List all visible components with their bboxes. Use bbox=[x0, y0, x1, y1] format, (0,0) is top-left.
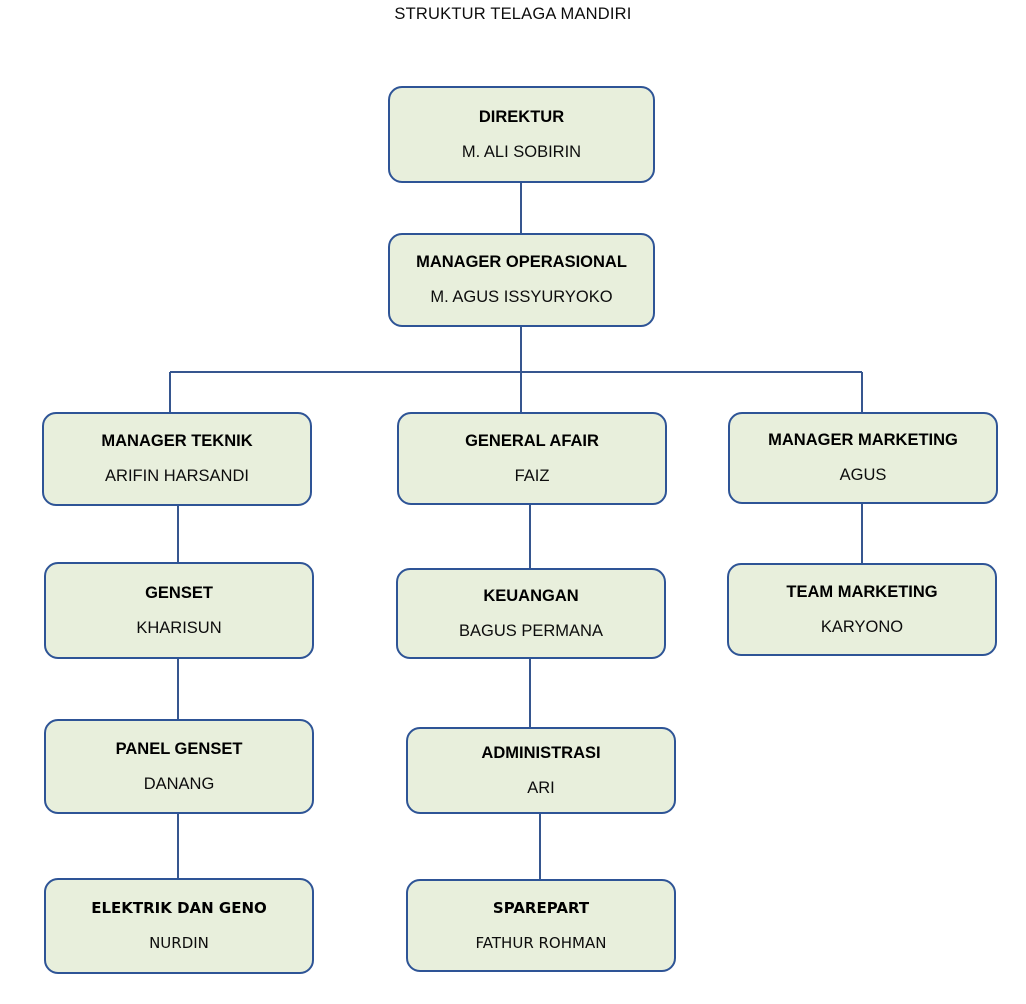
node-person: M. ALI SOBIRIN bbox=[461, 142, 582, 161]
node-role: TEAM MARKETING bbox=[786, 582, 938, 601]
node-sparepart[interactable]: SPAREPART FATHUR ROHMAN bbox=[406, 879, 676, 972]
node-person: NURDIN bbox=[149, 934, 209, 952]
node-role: GENERAL AFAIR bbox=[465, 431, 599, 450]
node-person: FAIZ bbox=[514, 466, 550, 485]
node-person: AGUS bbox=[839, 466, 887, 484]
node-direktur[interactable]: DIREKTUR M. ALI SOBIRIN bbox=[388, 86, 655, 183]
node-role: GENSET bbox=[145, 583, 213, 602]
node-person: KARYONO bbox=[820, 617, 904, 636]
node-panel-genset[interactable]: PANEL GENSET DANANG bbox=[44, 719, 314, 814]
node-person: ARIFIN HARSANDI bbox=[105, 467, 249, 485]
node-manager-operasional[interactable]: MANAGER OPERASIONAL M. AGUS ISSYURYOKO bbox=[388, 233, 655, 327]
node-person: M. AGUS ISSYURYOKO bbox=[430, 288, 613, 306]
node-role: ADMINISTRASI bbox=[481, 743, 601, 762]
node-role: MANAGER MARKETING bbox=[768, 431, 958, 450]
node-person: BAGUS PERMANA bbox=[459, 621, 603, 640]
node-role: PANEL GENSET bbox=[115, 739, 243, 758]
node-general-afair[interactable]: GENERAL AFAIR FAIZ bbox=[397, 412, 667, 505]
node-team-marketing[interactable]: TEAM MARKETING KARYONO bbox=[727, 563, 997, 656]
node-role: MANAGER OPERASIONAL bbox=[416, 253, 627, 272]
node-role: ELEKTRIK DAN GENO bbox=[91, 899, 267, 918]
node-person: KHARISUN bbox=[136, 618, 222, 637]
node-manager-teknik[interactable]: MANAGER TEKNIK ARIFIN HARSANDI bbox=[42, 412, 312, 506]
page-title: STRUKTUR TELAGA MANDIRI bbox=[394, 5, 632, 23]
node-genset[interactable]: GENSET KHARISUN bbox=[44, 562, 314, 659]
node-role: KEUANGAN bbox=[483, 586, 579, 605]
node-person: ARI bbox=[527, 778, 555, 797]
node-role: DIREKTUR bbox=[478, 107, 565, 126]
node-elektrik-dan-geno[interactable]: ELEKTRIK DAN GENO NURDIN bbox=[44, 878, 314, 974]
node-role: SPAREPART bbox=[492, 898, 590, 917]
node-manager-marketing[interactable]: MANAGER MARKETING AGUS bbox=[728, 412, 998, 504]
node-person: DANANG bbox=[143, 774, 215, 793]
node-role: MANAGER TEKNIK bbox=[101, 432, 253, 451]
node-keuangan[interactable]: KEUANGAN BAGUS PERMANA bbox=[396, 568, 666, 659]
node-administrasi[interactable]: ADMINISTRASI ARI bbox=[406, 727, 676, 814]
node-person: FATHUR ROHMAN bbox=[475, 933, 607, 952]
